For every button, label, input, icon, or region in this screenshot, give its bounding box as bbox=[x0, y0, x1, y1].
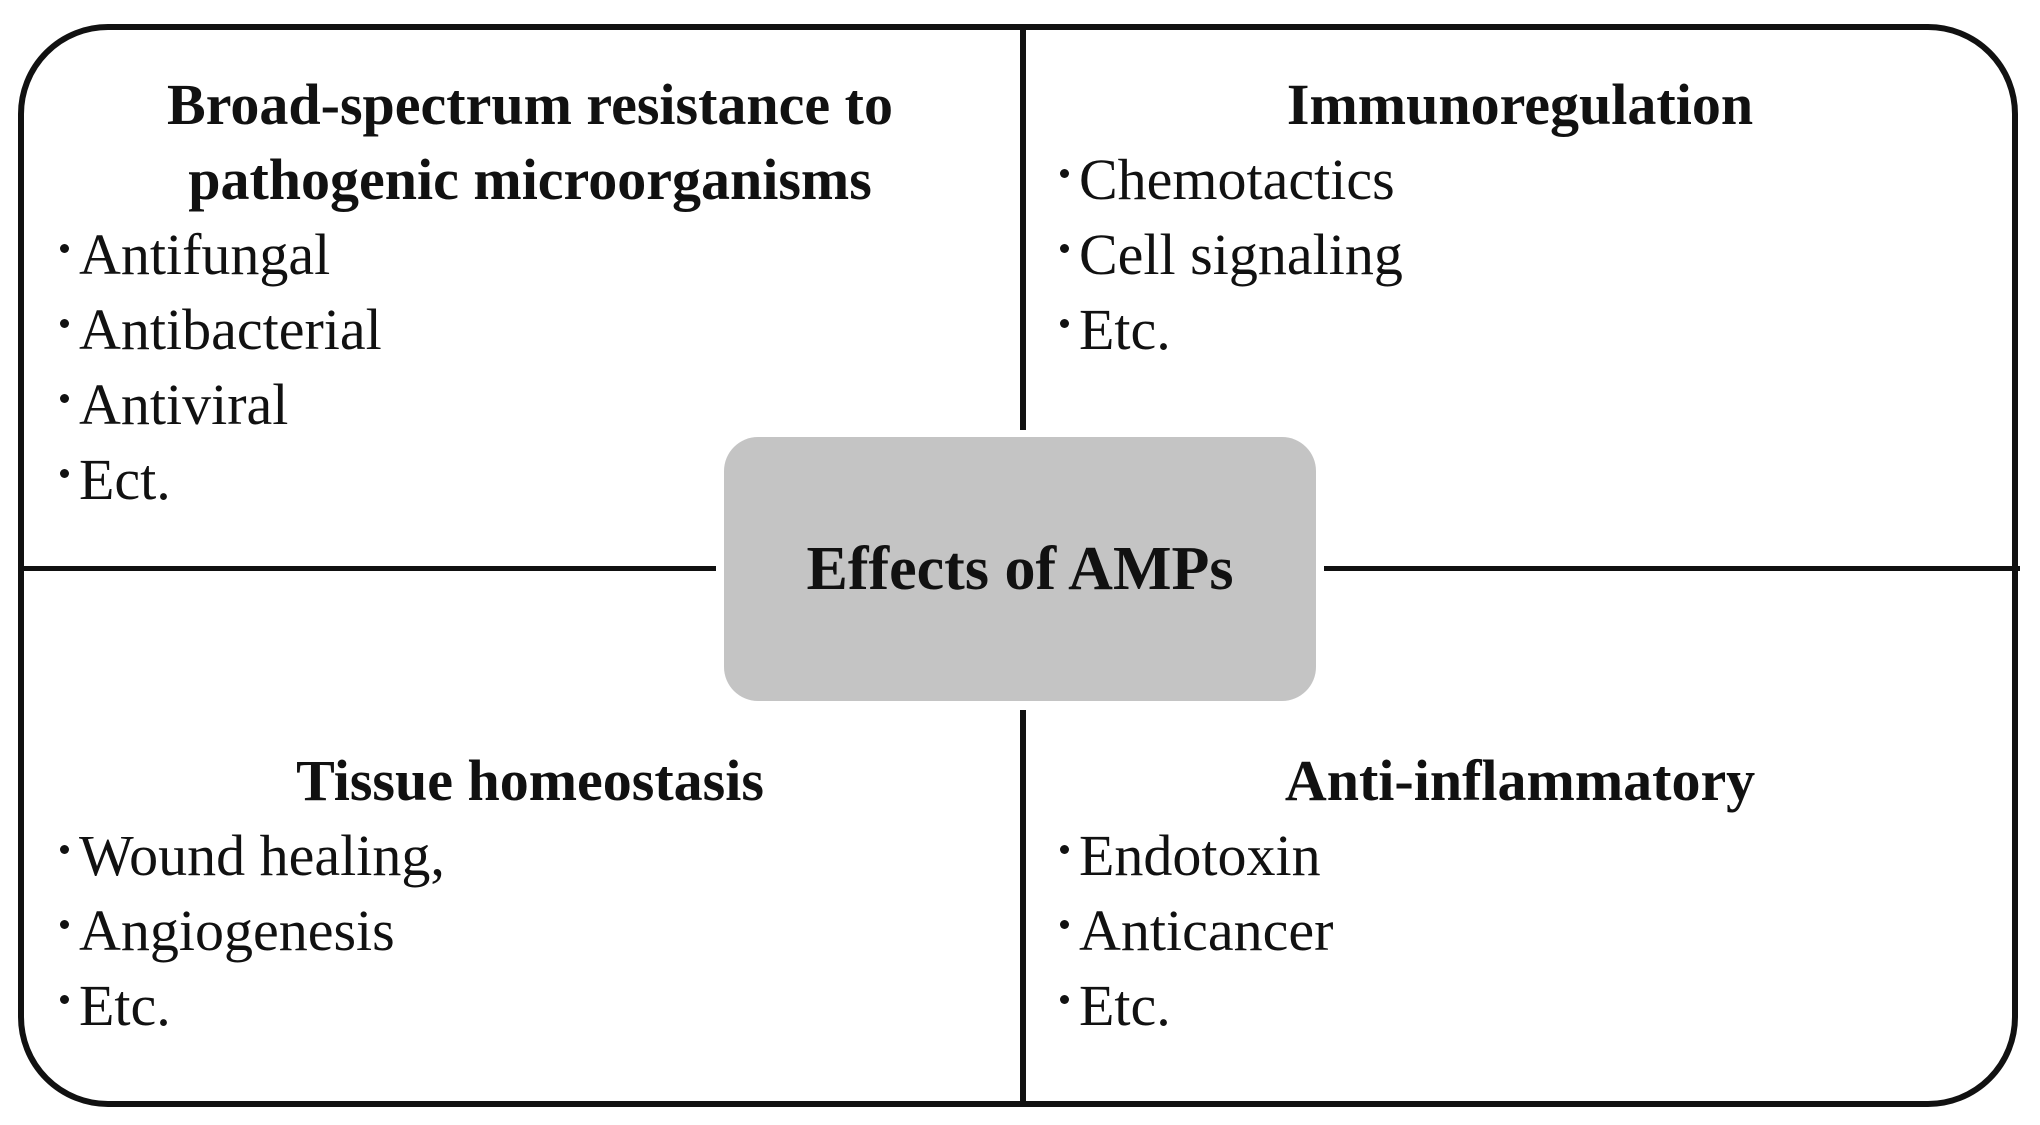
list-item: Antifungal bbox=[60, 217, 1000, 292]
bullet-icon bbox=[60, 995, 69, 1004]
bullet-icon bbox=[60, 394, 69, 403]
list-item: Etc. bbox=[1060, 968, 1980, 1043]
list-item-label: Ect. bbox=[79, 447, 171, 512]
quadrant-title: Immunoregulation bbox=[1286, 72, 1754, 137]
quadrant-list: Wound healing, Angiogenesis Etc. bbox=[60, 818, 1000, 1043]
quadrant-bottom-right: Anti-inflammatory Endotoxin Anticancer E… bbox=[1060, 743, 1980, 1043]
list-item-label: Wound healing, bbox=[79, 823, 445, 888]
list-item: Etc. bbox=[1060, 292, 1980, 367]
list-item: Etc. bbox=[60, 968, 1000, 1043]
list-item: Ect. bbox=[60, 442, 1000, 517]
list-item-label: Antifungal bbox=[79, 222, 331, 287]
list-item-label: Anticancer bbox=[1079, 898, 1334, 963]
quadrant-title-line2: pathogenic microorganisms bbox=[188, 147, 872, 212]
list-item: Antibacterial bbox=[60, 292, 1000, 367]
list-item-label: Antibacterial bbox=[79, 297, 382, 362]
bullet-icon bbox=[1060, 169, 1069, 178]
bullet-icon bbox=[60, 845, 69, 854]
bullet-icon bbox=[60, 244, 69, 253]
quadrant-title-line1: Broad-spectrum resistance to bbox=[167, 72, 893, 137]
list-item: Angiogenesis bbox=[60, 893, 1000, 968]
quadrant-list: Endotoxin Anticancer Etc. bbox=[1060, 818, 1980, 1043]
list-item: Anticancer bbox=[1060, 893, 1980, 968]
list-item: Antiviral bbox=[60, 367, 1000, 442]
quadrant-list: Chemotactics Cell signaling Etc. bbox=[1060, 142, 1980, 367]
quadrant-top-left: Broad-spectrum resistance to pathogenic … bbox=[60, 67, 1000, 517]
divider-horizontal-right bbox=[1324, 566, 2020, 571]
list-item: Chemotactics bbox=[1060, 142, 1980, 217]
bullet-icon bbox=[1060, 995, 1069, 1004]
bullet-icon bbox=[1060, 920, 1069, 929]
list-item-label: Etc. bbox=[79, 973, 171, 1038]
list-item: Endotoxin bbox=[1060, 818, 1980, 893]
center-label: Effects of AMPs bbox=[806, 535, 1234, 603]
quadrant-title: Anti-inflammatory bbox=[1284, 748, 1756, 813]
list-item: Wound healing, bbox=[60, 818, 1000, 893]
divider-horizontal-left bbox=[20, 566, 716, 571]
bullet-icon bbox=[60, 469, 69, 478]
bullet-icon bbox=[60, 920, 69, 929]
center-node: Effects of AMPs bbox=[724, 437, 1316, 701]
list-item-label: Endotoxin bbox=[1079, 823, 1321, 888]
bullet-icon bbox=[1060, 244, 1069, 253]
divider-vertical-bottom bbox=[1020, 710, 1026, 1103]
list-item-label: Cell signaling bbox=[1079, 222, 1403, 287]
list-item-label: Etc. bbox=[1079, 973, 1171, 1038]
bullet-icon bbox=[60, 319, 69, 328]
list-item: Cell signaling bbox=[1060, 217, 1980, 292]
list-item-label: Etc. bbox=[1079, 297, 1171, 362]
quadrant-title: Broad-spectrum resistance to pathogenic … bbox=[60, 67, 1000, 217]
bullet-icon bbox=[1060, 845, 1069, 854]
list-item-label: Angiogenesis bbox=[79, 898, 395, 963]
quadrant-list: Antifungal Antibacterial Antiviral Ect. bbox=[60, 217, 1000, 517]
bullet-icon bbox=[1060, 319, 1069, 328]
list-item-label: Antiviral bbox=[79, 372, 289, 437]
quadrant-bottom-left: Tissue homeostasis Wound healing, Angiog… bbox=[60, 743, 1000, 1043]
quadrant-title: Tissue homeostasis bbox=[296, 748, 764, 813]
divider-vertical-top bbox=[1020, 28, 1026, 430]
quadrant-top-right: Immunoregulation Chemotactics Cell signa… bbox=[1060, 67, 1980, 367]
diagram-frame bbox=[18, 24, 2018, 1107]
list-item-label: Chemotactics bbox=[1079, 147, 1395, 212]
